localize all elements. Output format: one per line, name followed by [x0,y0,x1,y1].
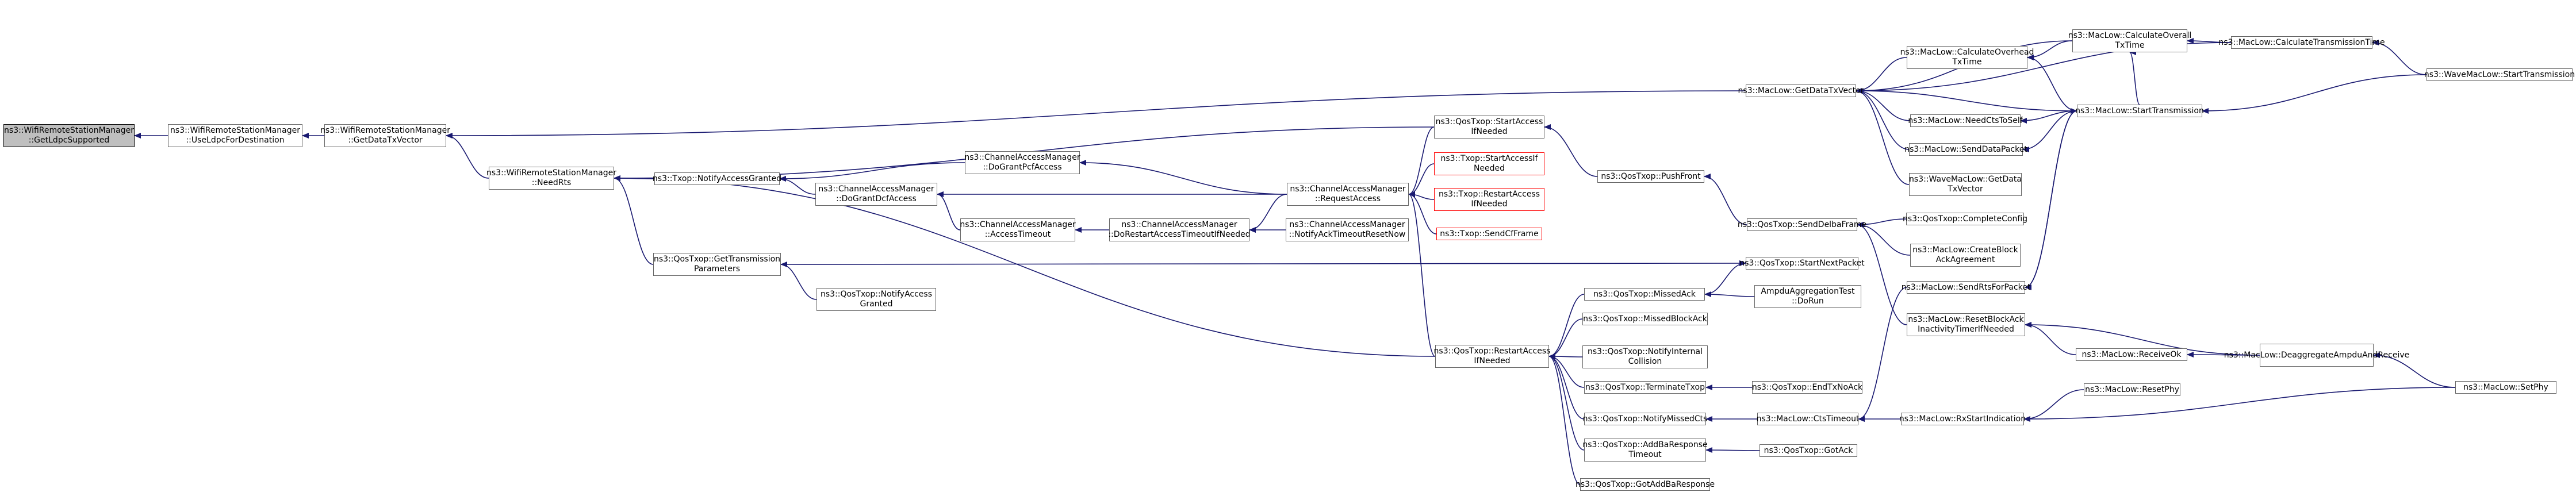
node-mac-start-transmission[interactable]: ns3::MacLow::StartTransmission [2075,105,2204,117]
node-mac-set-phy[interactable]: ns3::MacLow::SetPhy [2455,381,2556,394]
node-txop-restart[interactable]: ns3::Txop::RestartAccess IfNeeded [1434,188,1544,211]
node-qos-got-ack[interactable]: ns3::QosTxop::GotAck [1759,444,1857,457]
edge-qos-restart-to-need-rts [614,175,1436,357]
edge-mac-calc-overhead-to-mac-low-get-data [1856,57,1907,94]
edge-mac-deaggregate-to-mac-reset-block-ack [2025,322,2260,356]
node-wave-start-transmission[interactable]: ns3::WaveMacLow::StartTransmission [2424,68,2575,81]
node-root[interactable]: ns3::WifiRemoteStationManager ::GetLdpcS… [3,124,135,147]
node-mac-reset-phy[interactable]: ns3::MacLow::ResetPhy [2084,383,2180,396]
node-mac-deaggregate[interactable]: ns3::MacLow::DeaggregateAmpduAndReceive [2224,344,2409,367]
node-mac-calc-overall[interactable]: ns3::MacLow::CalculateOverall TxTime [2068,29,2191,52]
edge-wave-get-data-to-mac-low-get-data [1856,88,1910,185]
node-qos-terminate[interactable]: ns3::QosTxop::TerminateTxop [1584,381,1706,394]
node-qos-end-tx-no-ack[interactable]: ns3::QosTxop::EndTxNoAck [1752,381,1862,394]
node-wave-get-data[interactable]: ns3::WaveMacLow::GetData TxVector [1909,173,2022,196]
edge-qos-notify-internal-to-qos-restart [1548,353,1583,360]
edge-mac-receive-ok-to-mac-reset-block-ack [2025,322,2076,355]
node-cam-restart[interactable]: ns3::ChannelAccessManager ::DoRestartAcc… [1108,218,1251,241]
node-mac-send-rts[interactable]: ns3::MacLow::SendRtsForPacket [1902,281,2030,294]
edge-mac-low-get-data-to-get-data-tx [446,90,1746,139]
node-mac-reset-block-ack[interactable]: ns3::MacLow::ResetBlockAck InactivityTim… [1907,313,2025,336]
edge-mac-start-transmission-to-mac-calc-overhead [2027,55,2077,111]
node-qos-notify-internal[interactable]: ns3::QosTxop::NotifyInternal Collision [1582,345,1708,368]
node-qos-missed-ack[interactable]: ns3::QosTxop::MissedAck [1584,288,1705,301]
node-cam-request[interactable]: ns3::ChannelAccessManager ::RequestAcces… [1287,183,1409,206]
edge-qos-got-ack-to-qos-add-ba-timeout [1705,447,1760,453]
node-cam-grant-pcf[interactable]: ns3::ChannelAccessManager ::DoGrantPcfAc… [964,151,1080,174]
node-qos-notify-missed-cts[interactable]: ns3::QosTxop::NotifyMissedCts [1583,413,1707,425]
edge-qos-notify-access-to-qos-get-tx [780,262,817,300]
node-qos-missed-block-ack[interactable]: ns3::QosTxop::MissedBlockAck [1582,313,1708,325]
node-get-data-tx[interactable]: ns3::WifiRemoteStationManager ::GetDataT… [320,124,450,147]
node-mac-receive-ok[interactable]: ns3::MacLow::ReceiveOk [2076,348,2187,361]
node-qos-complete-config[interactable]: ns3::QosTxop::CompleteConfig [1903,213,2027,225]
node-cam-notify-ack[interactable]: ns3::ChannelAccessManager ::NotifyAckTim… [1286,218,1409,241]
node-mac-low-get-data[interactable]: ns3::MacLow::GetDataTxVector [1738,84,1864,97]
call-edges [134,38,2456,485]
node-mac-send-data-packet[interactable]: ns3::MacLow::SendDataPacket [1904,143,2027,156]
node-need-rts[interactable]: ns3::WifiRemoteStationManager ::NeedRts [486,167,616,190]
edge-mac-start-transmission-to-mac-low-get-data [1856,88,2077,111]
edge-qos-add-ba-timeout-to-qos-restart [1548,353,1585,451]
edge-mac-start-transmission-to-mac-send-data-packet [2022,110,2077,152]
node-qos-start-access[interactable]: ns3::QosTxop::StartAccess IfNeeded [1434,116,1544,139]
edge-ampdu-test-to-qos-missed-ack [1704,291,1755,298]
edge-qos-missed-ack-to-qos-restart [1548,294,1585,359]
edge-mac-send-rts-to-mac-start-transmission [2025,108,2077,288]
edge-wave-start-transmission-to-mac-start-transmission [2202,74,2427,114]
node-qos-push-front[interactable]: ns3::QosTxop::PushFront [1597,170,1704,183]
edge-cam-access-timeout-to-cam-grant-dcf [937,191,961,230]
node-qos-start-next[interactable]: ns3::QosTxop::StartNextPacket [1739,257,1865,270]
edge-txop-restart-to-cam-request [1408,191,1435,200]
edge-mac-set-phy-to-mac-rx-start [2023,387,2456,422]
node-mac-need-cts[interactable]: ns3::MacLow::NeedCtsToSelf [1908,114,2023,127]
node-qos-notify-access[interactable]: ns3::QosTxop::NotifyAccess Granted [816,288,936,311]
edge-mac-reset-phy-to-mac-rx-start [2023,389,2084,422]
edge-txop-start-access-to-cam-request [1408,163,1435,197]
edge-mac-send-rts-to-mac-cts-timeout [1858,287,1907,422]
edge-cam-request-to-cam-grant-pcf [1079,160,1287,195]
edge-mac-calc-transmission-to-mac-calc-overall [2187,38,2232,44]
node-ampdu-test[interactable]: AmpduAggregationTest ::DoRun [1754,285,1861,308]
edge-need-rts-to-get-data-tx [446,133,489,179]
node-mac-create-block[interactable]: ns3::MacLow::CreateBlock AckAgreement [1910,244,2021,267]
node-qos-got-add-ba[interactable]: ns3::QosTxop::GotAddBaResponse [1575,478,1715,491]
edge-cam-grant-pcf-to-txop-notify [779,162,965,182]
node-cam-grant-dcf[interactable]: ns3::ChannelAccessManager ::DoGrantDcfAc… [815,183,937,206]
node-mac-rx-start[interactable]: ns3::MacLow::RxStartIndication [1899,413,2026,425]
node-qos-get-tx[interactable]: ns3::QosTxop::GetTransmission Parameters [653,253,781,276]
edge-qos-get-tx-to-qos-start-next [780,260,1746,267]
edge-qos-start-access-to-cam-request [1408,126,1435,197]
edge-qos-restart-to-cam-request [1408,191,1436,357]
edge-cam-request-to-cam-restart [1249,194,1287,233]
edge-qos-send-delba-to-qos-push-front [1704,174,1747,225]
edge-qos-missed-block-ack-to-qos-restart [1548,318,1583,359]
edge-qos-notify-missed-cts-to-qos-restart [1548,353,1585,420]
node-mac-calc-transmission[interactable]: ns3::MacLow::CalculateTransmissionTime [2218,36,2385,49]
node-mac-calc-overhead[interactable]: ns3::MacLow::CalculateOverhead TxTime [1900,46,2034,69]
edge-qos-got-add-ba-to-qos-restart [1548,353,1581,485]
edge-wave-start-transmission-to-mac-calc-transmission [2372,40,2427,75]
edge-mac-set-phy-to-mac-deaggregate [2373,352,2456,388]
node-qos-send-delba[interactable]: ns3::QosTxop::SendDelbaFrame [1738,218,1866,231]
node-qos-restart[interactable]: ns3::QosTxop::RestartAccess IfNeeded [1434,345,1550,368]
node-mac-cts-timeout[interactable]: ns3::MacLow::CtsTimeout [1757,413,1859,425]
node-cam-access-timeout[interactable]: ns3::ChannelAccessManager ::AccessTimeou… [960,218,1076,241]
node-qos-add-ba-timeout[interactable]: ns3::QosTxop::AddBaResponse Timeout [1582,439,1708,462]
edge-qos-missed-ack-to-qos-start-next [1704,260,1746,295]
edge-mac-start-transmission-to-mac-need-cts [2020,110,2077,124]
edge-qos-push-front-to-qos-start-access [1544,124,1598,177]
node-txop-notify[interactable]: ns3::Txop::NotifyAccessGranted [653,172,781,185]
node-use-ldpc[interactable]: ns3::WifiRemoteStationManager ::UseLdpcF… [168,124,302,147]
edge-mac-need-cts-to-mac-low-get-data [1856,88,1911,121]
edge-mac-create-block-to-qos-send-delba [1857,222,1911,256]
node-txop-send-cf[interactable]: ns3::Txop::SendCfFrame [1436,228,1542,240]
edge-mac-reset-block-ack-to-qos-send-delba [1857,222,1907,325]
edge-mac-start-transmission-to-mac-calc-overall [2129,49,2140,105]
edge-mac-send-data-packet-to-mac-low-get-data [1856,88,1910,150]
edge-cam-grant-dcf-to-txop-notify [779,176,816,195]
node-txop-start-access[interactable]: ns3::Txop::StartAccessIf Needed [1434,152,1544,175]
edge-qos-get-tx-to-need-rts [614,175,654,265]
